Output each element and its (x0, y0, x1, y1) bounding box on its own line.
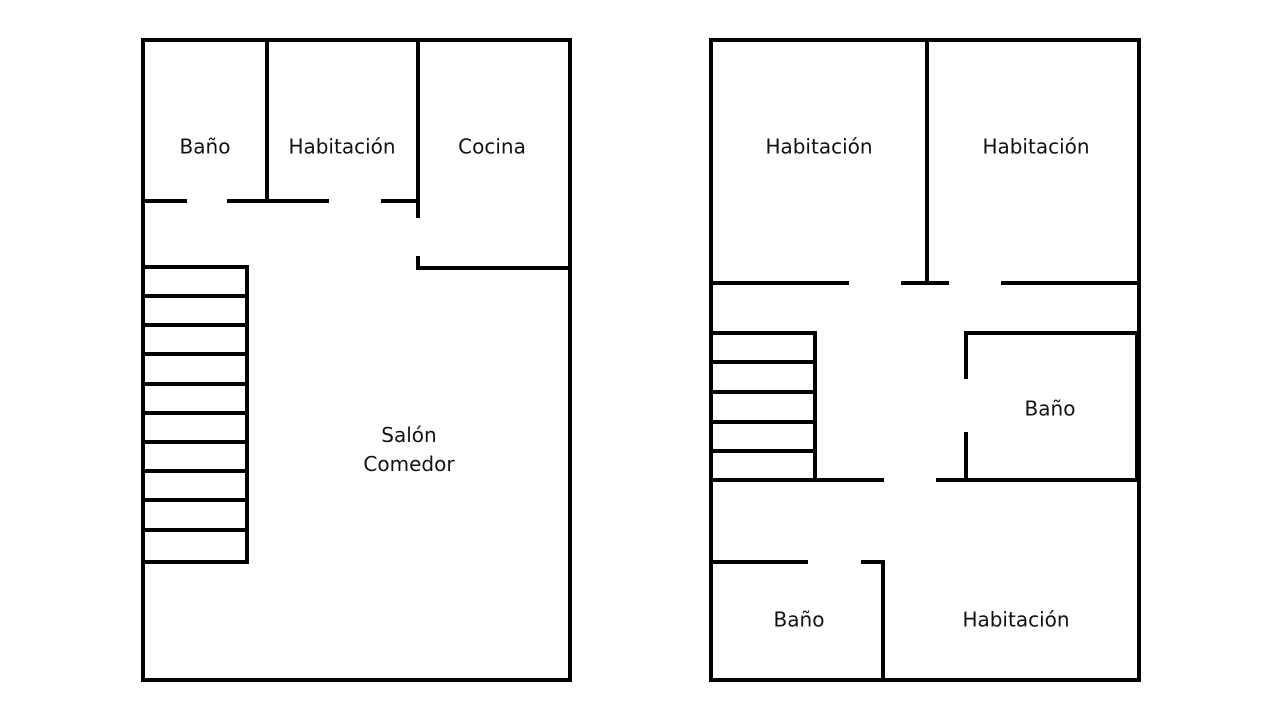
stairs-outline (709, 331, 817, 482)
room-label-bano-1: Baño (1024, 396, 1076, 421)
room-label-habitacion-2: Habitación (982, 134, 1090, 159)
room-label-habitacion: Habitación (288, 134, 396, 159)
room-label-habitacion-3: Habitación (962, 607, 1070, 632)
staircase (709, 331, 817, 482)
room-label-comedor: Comedor (363, 452, 455, 476)
room-label-salon-comedor: Salón Comedor (363, 421, 454, 479)
room-label-salon: Salón (381, 423, 437, 447)
room-label-cocina: Cocina (458, 134, 526, 159)
ground-floor-plan (141, 38, 572, 682)
room-label-bano: Baño (179, 134, 231, 159)
upper-floor-plan (709, 38, 1141, 682)
room-label-habitacion-1: Habitación (765, 134, 873, 159)
staircase (141, 265, 249, 564)
room-label-bano-2: Baño (773, 607, 825, 632)
